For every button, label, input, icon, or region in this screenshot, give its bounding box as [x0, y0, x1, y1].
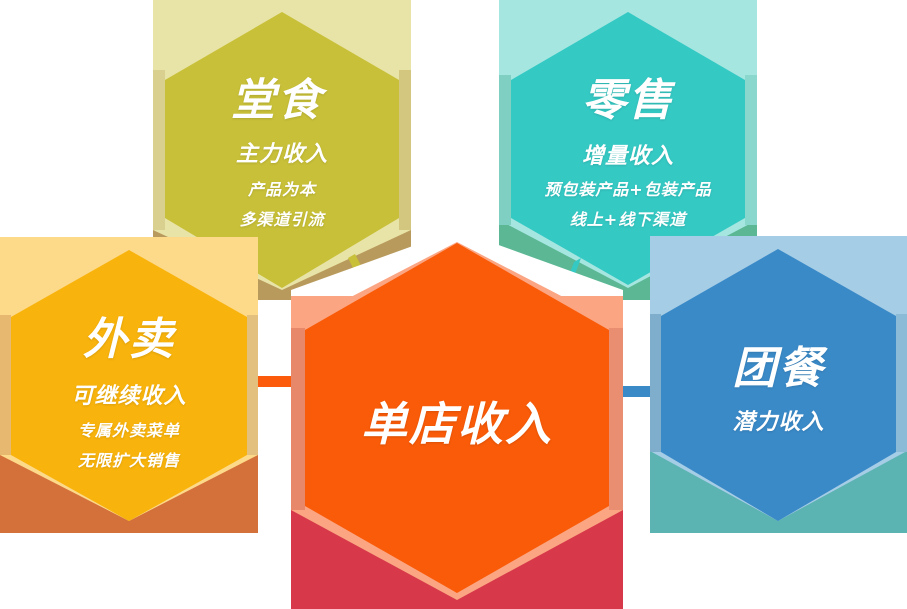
node-subtitle: 主力收入: [235, 142, 328, 167]
connector-center-group-meal: [622, 386, 652, 397]
node-title: 堂食: [231, 75, 323, 126]
node-line: 无限扩大销售: [77, 451, 180, 470]
center-node: 单店收入: [291, 230, 623, 609]
hexagon-takeout: [0, 237, 258, 533]
hexagon-center: [291, 230, 623, 609]
node-line: 专属外卖菜单: [77, 421, 180, 440]
node-line: 多渠道引流: [239, 210, 325, 229]
node-subtitle: 增量收入: [581, 144, 674, 169]
node-takeout: 外卖 可继续收入 专属外卖菜单 无限扩大销售: [0, 237, 258, 533]
node-title: 团餐: [732, 343, 825, 394]
node-title: 零售: [582, 75, 674, 126]
connector-takeout-center: [258, 376, 292, 387]
node-subtitle: 潜力收入: [732, 410, 825, 435]
node-line: 线上+线下渠道: [569, 210, 687, 229]
center-title: 单店收入: [361, 397, 553, 451]
node-line: 产品为本: [247, 180, 316, 199]
node-subtitle: 可继续收入: [71, 384, 187, 409]
node-line: 预包装产品+包装产品: [544, 180, 712, 199]
node-title: 外卖: [83, 314, 175, 365]
hexagon-group-meal: [650, 236, 907, 533]
node-group-meal: 团餐 潜力收入: [650, 236, 907, 533]
